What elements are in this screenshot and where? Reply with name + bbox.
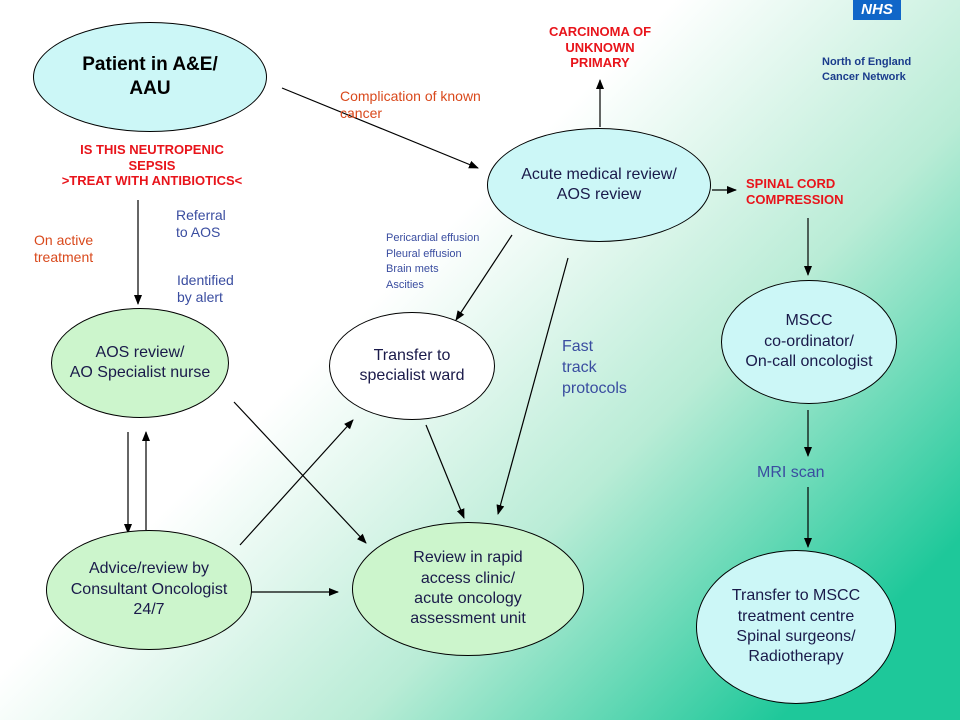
mri-scan-label: MRI scan (757, 464, 825, 481)
arrow-patient-to-acute (281, 87, 479, 169)
arrow-acute-to-rapid (496, 257, 569, 515)
nhs-logo-badge: NHS (853, 0, 901, 20)
transfer-specialist-node: Transfer to specialist ward (329, 312, 495, 420)
advice-consultant-node: Advice/review by Consultant Oncologist 2… (46, 530, 252, 650)
aos-review-node: AOS review/ AO Specialist nurse (51, 308, 229, 418)
rapid-access-node: Review in rapid access clinic/ acute onc… (352, 522, 584, 656)
spinal-cord-label: SPINAL CORD COMPRESSION (746, 176, 844, 207)
arrow-aos-to-rapid (233, 401, 367, 544)
arrow-transfer-to-rapid (425, 424, 465, 519)
mscc-transfer-node: Transfer to MSCC treatment centre Spinal… (696, 550, 896, 704)
complication-label: Complication of known cancer (340, 88, 481, 121)
identified-label: Identified by alert (177, 272, 234, 305)
logo-line-1: North of England (822, 56, 912, 68)
neutropenic-sepsis-label: IS THIS NEUTROPENIC SEPSIS >TREAT WITH A… (61, 142, 243, 189)
arrow-acute-to-transfer (455, 234, 513, 321)
patient-node: Patient in A&E/ AAU (33, 22, 267, 132)
on-active-label: On active treatment (34, 232, 94, 265)
effusions-label: Pericardial effusion Pleural effusion Br… (386, 232, 480, 291)
mscc-coordinator-node: MSCC co-ordinator/ On-call oncologist (721, 280, 897, 404)
carcinoma-label: CARCINOMA OF UNKNOWN PRIMARY (548, 24, 652, 71)
arrow-advice-to-transfer (239, 419, 354, 546)
referral-label: Referral to AOS (176, 207, 226, 240)
fast-track-label: Fast track protocols (562, 338, 627, 397)
logo-line-2: Cancer Network (822, 71, 906, 83)
acute-review-node: Acute medical review/ AOS review (487, 128, 711, 242)
